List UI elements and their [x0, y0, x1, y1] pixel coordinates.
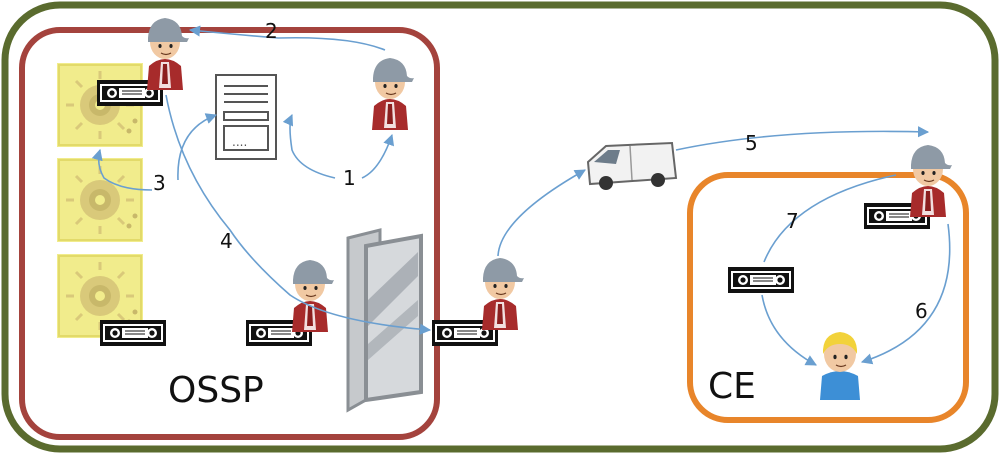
svg-text:....: ....: [232, 135, 247, 149]
customer-icon: [819, 331, 861, 401]
ossp-boundary: [19, 27, 440, 440]
arrow-step-7: [761, 294, 817, 366]
step-label-2: 2: [265, 19, 278, 43]
worker-with-cap-icon: [291, 259, 335, 333]
arrow-step-2: [188, 25, 386, 51]
arrow-step-1: [282, 113, 336, 179]
ce-boundary: [687, 172, 969, 423]
step-label-7: 7: [786, 209, 799, 233]
worker-with-cap-icon: [371, 57, 415, 131]
step-label-1: 1: [343, 166, 356, 190]
arrow-step-5: [675, 126, 930, 151]
arrow-step-6: [860, 223, 951, 365]
arrow-step-5: [497, 169, 586, 257]
worker-with-cap-icon: [481, 257, 525, 331]
step-label-6: 6: [915, 299, 928, 323]
vhs-tape-icon: [727, 266, 795, 294]
delivery-van-icon: [586, 141, 678, 190]
ossp-label: OSSP: [168, 370, 264, 411]
glass-door-icon: [346, 228, 423, 413]
arrow-step-3: [177, 113, 218, 181]
server-icon: ....: [215, 74, 277, 160]
arrow-step-7: [763, 174, 897, 263]
arrow-step-1: [361, 133, 395, 179]
ce-label: CE: [708, 366, 756, 407]
arrow-step-3: [91, 148, 153, 191]
vhs-tape-icon: [99, 319, 167, 347]
step-label-5: 5: [745, 131, 758, 155]
arrow-step-4: [165, 94, 432, 335]
step-label-3: 3: [153, 171, 166, 195]
step-label-4: 4: [220, 229, 233, 253]
